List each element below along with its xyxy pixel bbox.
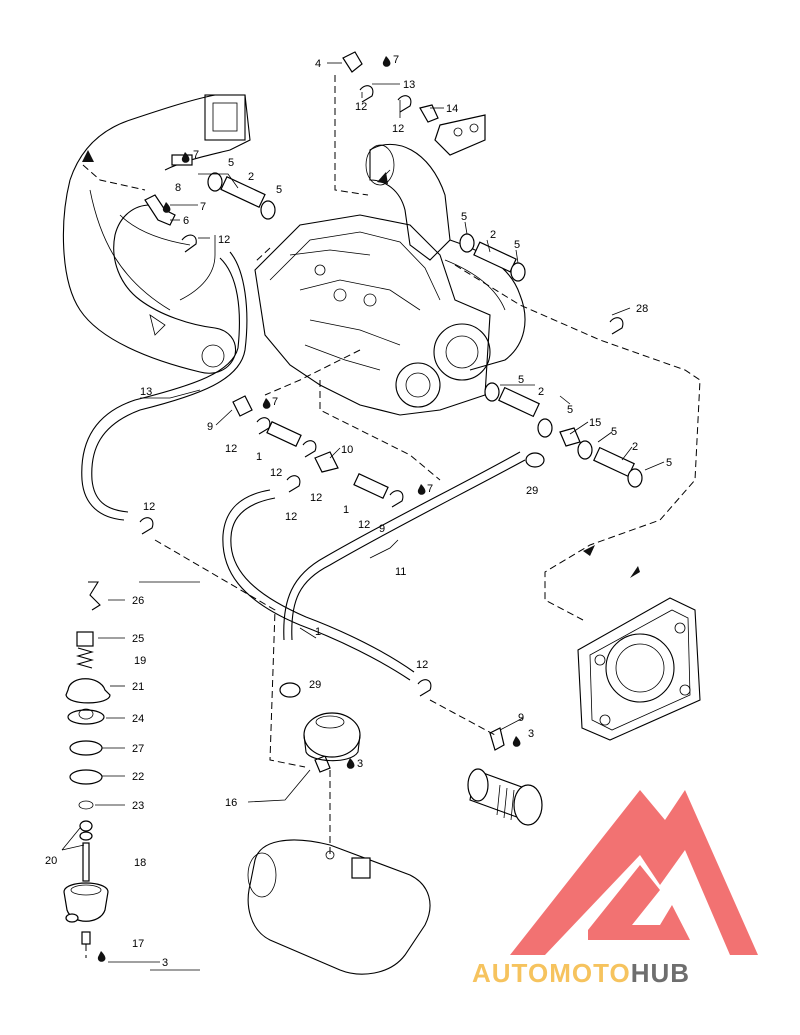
- callout-25: 25: [132, 633, 144, 645]
- water-filter: [467, 768, 543, 826]
- sealant-drop-markers: [97, 56, 521, 962]
- watermark-auto: AUTO: [472, 958, 549, 988]
- callout-22: 22: [132, 771, 144, 783]
- flow-arrows: [82, 150, 640, 578]
- callout-14: 14: [446, 103, 458, 115]
- callout-12: 12: [270, 467, 282, 479]
- callout-4: 4: [315, 58, 321, 70]
- callout-2: 2: [248, 171, 254, 183]
- callout-12: 12: [310, 492, 322, 504]
- callout-5: 5: [567, 404, 573, 416]
- callout-5: 5: [514, 239, 520, 251]
- watermark-triangle-mark: [510, 790, 758, 955]
- hose-clamps: [139, 85, 643, 698]
- callout-9: 9: [207, 421, 213, 433]
- callout-12: 12: [355, 101, 367, 113]
- callout-1: 1: [256, 451, 262, 463]
- watermark-moto: MOTO: [549, 958, 631, 988]
- callout-labels: 4 7 13 12 14 12 7 5 8 2 5 7 6 12 5 2 5 2…: [45, 54, 672, 969]
- leader-lines: [61, 62, 665, 971]
- callout-24: 24: [132, 713, 144, 725]
- callout-2: 2: [632, 441, 638, 453]
- callout-2: 2: [538, 386, 544, 398]
- resonator: [303, 712, 361, 762]
- watermark-logo: AUTOMOTOHUB: [472, 790, 758, 988]
- callout-12: 12: [358, 519, 370, 531]
- callout-23: 23: [132, 800, 144, 812]
- callout-11: 11: [395, 566, 406, 578]
- callout-5: 5: [276, 184, 282, 196]
- callout-10: 10: [341, 444, 353, 456]
- callout-21: 21: [132, 681, 144, 693]
- watermark-hub: HUB: [631, 958, 690, 988]
- callout-1: 1: [343, 504, 349, 516]
- callout-13: 13: [140, 386, 152, 398]
- callout-19: 19: [134, 655, 146, 667]
- callout-3: 3: [162, 957, 168, 969]
- callout-3: 3: [357, 758, 363, 770]
- callout-12: 12: [143, 501, 155, 513]
- callout-13: 13: [403, 79, 415, 91]
- callout-5: 5: [666, 457, 672, 469]
- callout-17: 17: [132, 938, 144, 950]
- callout-1: 1: [315, 626, 321, 638]
- callout-7: 7: [272, 396, 278, 408]
- muffler: [247, 839, 431, 975]
- callout-26: 26: [132, 595, 144, 607]
- hoses: [81, 175, 635, 681]
- watermark-text: AUTOMOTOHUB: [472, 958, 690, 988]
- callout-8: 8: [175, 182, 181, 194]
- callout-7: 7: [200, 201, 206, 213]
- callout-27: 27: [132, 743, 144, 755]
- callout-2: 2: [490, 229, 496, 241]
- callout-29: 29: [309, 679, 321, 691]
- callout-20: 20: [45, 855, 57, 867]
- fittings: [144, 51, 581, 773]
- flow-lines: [82, 75, 701, 958]
- callout-12: 12: [416, 659, 428, 671]
- callout-7: 7: [427, 483, 433, 495]
- callout-5: 5: [228, 157, 234, 169]
- callout-5: 5: [461, 211, 467, 223]
- engine-block: [254, 214, 491, 416]
- callout-3: 3: [528, 728, 534, 740]
- callout-12: 12: [285, 511, 297, 523]
- callout-9: 9: [379, 523, 385, 535]
- callout-16: 16: [225, 797, 237, 809]
- callout-12: 12: [392, 123, 404, 135]
- valve-assembly: [63, 581, 111, 945]
- callout-6: 6: [183, 215, 189, 227]
- callout-15: 15: [589, 417, 601, 429]
- callout-7: 7: [393, 54, 399, 66]
- callout-5: 5: [611, 426, 617, 438]
- callout-28: 28: [636, 303, 648, 315]
- callout-7: 7: [193, 149, 199, 161]
- callout-5: 5: [518, 374, 524, 386]
- callout-9: 9: [518, 712, 524, 724]
- outlet-flange: [577, 597, 701, 741]
- callout-12: 12: [218, 234, 230, 246]
- callout-18: 18: [134, 857, 146, 869]
- callout-12: 12: [225, 443, 237, 455]
- exhaust-manifold: [62, 94, 251, 374]
- callout-29: 29: [526, 485, 538, 497]
- exhaust-elbow: [365, 143, 451, 261]
